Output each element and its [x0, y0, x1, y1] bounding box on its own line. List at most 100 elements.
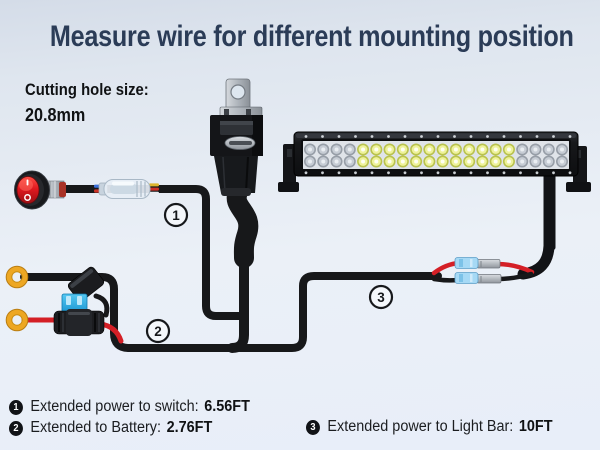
- rocker-switch: [14, 170, 66, 210]
- wire-switch-run-1: [56, 185, 246, 320]
- screw-dot: [304, 135, 308, 138]
- legend-item-battery: 2 Extended to Battery: 2.76FT: [9, 419, 212, 437]
- switch-on-mark: [26, 179, 29, 186]
- screw-dot: [403, 171, 407, 175]
- led-lit: [480, 159, 485, 164]
- relay-bracket-hole: [230, 84, 246, 100]
- relay-base: [214, 156, 258, 193]
- legend-badge-3: 3: [306, 419, 320, 435]
- wire-lightbar-run-3: [236, 272, 442, 352]
- led-off: [347, 147, 352, 152]
- switch-off-mark: [24, 194, 31, 201]
- screw-dot: [337, 135, 341, 138]
- led-lit: [374, 147, 379, 152]
- screw-dot: [420, 135, 423, 138]
- screw-dot: [469, 171, 473, 175]
- led-lit: [440, 159, 445, 164]
- led-lit: [506, 159, 511, 164]
- callout-2: 2: [145, 318, 171, 344]
- screw-dot: [370, 171, 374, 175]
- screw-dot: [436, 171, 440, 175]
- legend-label-1: Extended power to switch:: [30, 398, 199, 415]
- screw-dot: [403, 135, 407, 138]
- screw-dot: [370, 135, 374, 138]
- screw-dot: [568, 135, 572, 138]
- led-off: [347, 159, 352, 164]
- red-wire-right: [494, 261, 535, 275]
- led-off: [546, 159, 551, 164]
- led-off: [334, 147, 339, 152]
- led-off: [321, 147, 326, 152]
- led-off: [321, 159, 326, 164]
- led-lit: [493, 147, 498, 152]
- ring-terminal-negative: [5, 308, 29, 332]
- screw-dot: [486, 171, 489, 175]
- black-wire-left: [431, 276, 461, 283]
- screw-dot: [486, 135, 489, 138]
- led-off: [560, 159, 564, 164]
- legend-value-3: 10FT: [518, 418, 553, 435]
- fuse-holder: [53, 266, 110, 336]
- callout-1-number: 1: [172, 208, 180, 223]
- led-off: [308, 159, 312, 164]
- led-off: [308, 147, 312, 152]
- led-off: [533, 159, 538, 164]
- led-lit: [414, 147, 419, 152]
- led-lit: [414, 159, 419, 164]
- fuse-cap-wire: [93, 293, 110, 318]
- led-lit: [453, 159, 458, 164]
- metal-spade-terminal-top: [476, 259, 501, 269]
- led-lit: [453, 147, 458, 152]
- legend-label-2: Extended to Battery:: [30, 419, 162, 436]
- wire-tip-white: [149, 191, 159, 195]
- screw-dot: [337, 171, 341, 175]
- callout-3: 3: [368, 284, 394, 310]
- blue-spade-connector-top: [454, 257, 479, 269]
- callout-2-number: 2: [154, 324, 162, 339]
- led-off: [520, 159, 525, 164]
- callout-3-number: 3: [377, 290, 385, 305]
- led-lit: [480, 147, 485, 152]
- screw-dot: [420, 171, 423, 175]
- led-lit: [387, 159, 392, 164]
- led-lit: [427, 159, 432, 164]
- screw-dot: [519, 135, 522, 138]
- screw-dot: [354, 135, 357, 138]
- screw-dot: [568, 171, 572, 175]
- led-array: [304, 143, 568, 168]
- relay-cable-boot: [226, 182, 259, 268]
- legend-badge-1: 1: [9, 399, 23, 415]
- led-lit: [387, 147, 392, 152]
- led-lit: [506, 147, 511, 152]
- light-bar: [278, 131, 591, 250]
- screw-dot: [321, 135, 324, 138]
- page-title: Measure wire for different mounting posi…: [0, 20, 600, 54]
- legend-item-switch: 1 Extended power to switch: 6.56FT: [9, 398, 250, 416]
- led-lit: [493, 159, 498, 164]
- light-bar-lens: [301, 139, 571, 171]
- light-bar-bracket-left: [278, 144, 299, 192]
- led-lit: [361, 159, 366, 164]
- led-off: [546, 147, 551, 152]
- wire-tip-yellow: [149, 183, 159, 187]
- led-lit: [400, 147, 405, 152]
- screw-dot: [535, 171, 539, 175]
- screw-dot: [387, 171, 390, 175]
- screw-dot: [552, 171, 555, 175]
- legend-label-3: Extended power to Light Bar:: [327, 418, 514, 435]
- switch-heatshrink: [59, 182, 66, 197]
- legend-value-1: 6.56FT: [204, 398, 250, 415]
- mounting-pole: [543, 172, 556, 250]
- blue-spade-connector-bottom: [454, 272, 479, 284]
- screw-dot: [453, 171, 456, 175]
- led-off: [533, 147, 538, 152]
- callout-1: 1: [163, 202, 189, 228]
- legend-badge-2: 2: [9, 420, 23, 436]
- screw-dot: [552, 135, 555, 138]
- cutting-hole-note: Cutting hole size: 20.8mm: [25, 80, 163, 127]
- wire-tip-red2: [149, 187, 159, 191]
- page-title-text: Measure wire for different mounting posi…: [49, 20, 574, 53]
- screw-dot: [519, 171, 522, 175]
- led-off: [560, 147, 564, 152]
